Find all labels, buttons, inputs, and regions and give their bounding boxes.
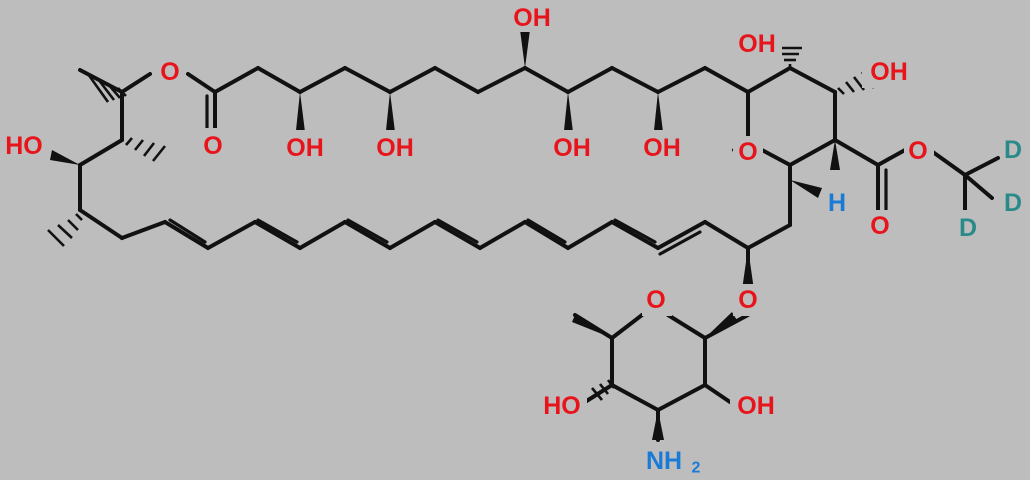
hydroxyl-top-label: OH [513, 4, 551, 32]
hydroxyl-c3-label: OH [553, 134, 591, 162]
carbonyl-oxygen-label: O [203, 132, 222, 160]
hydrogen-label: H [828, 189, 846, 217]
double-bond-lines [168, 94, 888, 256]
glycosidic-oxygen-label: O [738, 286, 757, 314]
methyl-ester-oxygen-label: O [908, 137, 927, 165]
pyran-oxygen-label: O [738, 138, 757, 166]
ester-oxygen-label: O [160, 58, 179, 86]
deuterium-3-label: D [959, 214, 977, 242]
hydroxyl-left-label: HO [5, 132, 43, 160]
deuterium-1-label: D [1004, 136, 1022, 164]
hydroxyl-hemiketal-label: OH [738, 30, 776, 58]
sugar-ring-oxygen-label: O [646, 286, 665, 314]
sugar-hydroxyl-left-label: HO [543, 392, 581, 420]
amine-label: NH [646, 447, 682, 475]
ester-carbonyl-oxygen-label: O [870, 212, 889, 240]
hydroxyl-c4-label: OH [643, 134, 681, 162]
hydroxyl-c1-label: OH [286, 134, 324, 162]
amine-subscript-label: 2 [692, 460, 701, 477]
bond-lines [78, 66, 1000, 442]
deuterium-2-label: D [1004, 189, 1022, 217]
stereo-wedges [50, 22, 840, 440]
hydroxyl-c2-label: OH [376, 134, 414, 162]
sugar-hydroxyl-right-label: OH [737, 392, 775, 420]
hydroxyl-pyran-label: OH [870, 58, 908, 86]
